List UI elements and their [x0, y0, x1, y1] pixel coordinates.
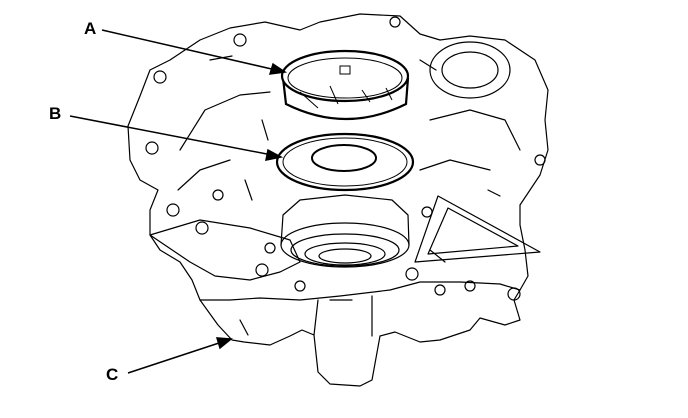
housing-rib-right [419, 109, 521, 171]
bore-wall [280, 194, 410, 246]
triangle-bracket [414, 195, 541, 263]
lower-flange-edge [199, 281, 521, 301]
bearing-race-a [280, 49, 410, 121]
triangle-bracket-inner [427, 207, 519, 255]
leader-b [69, 115, 273, 156]
shim-b [275, 132, 415, 192]
arrowhead-c [215, 337, 233, 350]
case-housing-outline [127, 13, 549, 387]
leader-c [127, 341, 223, 374]
bore-outer [280, 222, 410, 268]
lower-flange [149, 219, 301, 281]
bore-mid [290, 233, 400, 267]
label-b: B [49, 104, 62, 123]
leader-a [101, 29, 277, 71]
bore-core [318, 248, 372, 264]
label-c: C [106, 365, 119, 384]
leader-lines [69, 29, 288, 374]
lower-neck [313, 295, 373, 337]
housing-rib-left [177, 91, 271, 191]
bolt-holes [145, 16, 546, 301]
arrowhead-b [265, 148, 284, 161]
label-a: A [84, 19, 97, 38]
cover-dome [429, 41, 511, 99]
arrowhead-a [268, 62, 288, 75]
cover-dome-inner [441, 51, 499, 89]
bore-inner [304, 242, 386, 266]
